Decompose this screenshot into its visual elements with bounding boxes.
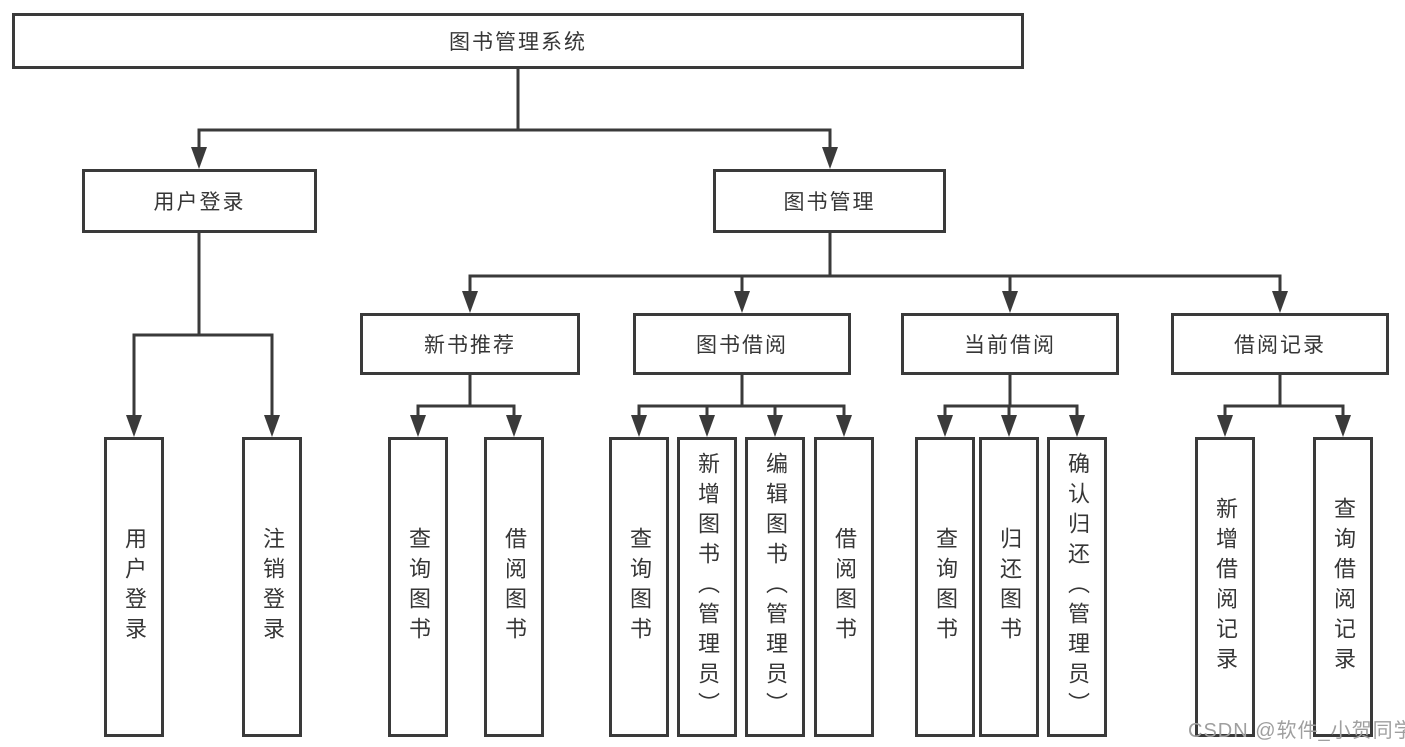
leaf-add-borrow-record-label: 新增借阅记录	[1213, 497, 1238, 677]
leaf-query-books-current: 查询图书	[915, 437, 975, 737]
node-borrowing-records-label: 借阅记录	[1234, 334, 1326, 357]
leaf-query-books-borrowing-label: 查询图书	[627, 527, 652, 647]
leaf-borrow-books-recommend: 借阅图书	[484, 437, 544, 737]
leaf-confirm-return-admin: 确认归还（管理员）	[1047, 437, 1107, 737]
arrowhead-icons	[126, 147, 1351, 437]
leaf-add-books-admin-label: 新增图书（管理员）	[695, 452, 720, 722]
leaf-return-books-label: 归还图书	[997, 527, 1022, 647]
leaf-borrow-books-recommend-label: 借阅图书	[502, 527, 527, 647]
leaf-query-books-recommend: 查询图书	[388, 437, 448, 737]
node-root-label: 图书管理系统	[449, 31, 587, 54]
node-current-borrowing-label: 当前借阅	[964, 334, 1056, 357]
node-user-login-label: 用户登录	[153, 191, 246, 214]
leaf-user-login-label: 用户登录	[122, 527, 147, 647]
node-borrowing-records: 借阅记录	[1171, 313, 1389, 375]
leaf-edit-books-admin-label: 编辑图书（管理员）	[763, 452, 788, 722]
tree-edges	[132, 69, 1345, 416]
leaf-user-login: 用户登录	[104, 437, 164, 737]
node-root: 图书管理系统	[12, 13, 1024, 69]
node-book-management: 图书管理	[713, 169, 946, 233]
leaf-borrow-books-label: 借阅图书	[832, 527, 857, 647]
csdn-watermark: CSDN @软件_小贺同学	[1188, 720, 1405, 742]
leaf-query-borrow-record-label: 查询借阅记录	[1331, 497, 1356, 677]
leaf-return-books: 归还图书	[979, 437, 1039, 737]
leaf-add-borrow-record: 新增借阅记录	[1195, 437, 1255, 737]
leaf-add-books-admin: 新增图书（管理员）	[677, 437, 737, 737]
leaf-query-books-current-label: 查询图书	[933, 527, 958, 647]
node-current-borrowing: 当前借阅	[901, 313, 1119, 375]
node-new-book-recommend: 新书推荐	[360, 313, 580, 375]
leaf-edit-books-admin: 编辑图书（管理员）	[745, 437, 805, 737]
node-book-borrowing: 图书借阅	[633, 313, 851, 375]
node-book-borrowing-label: 图书借阅	[696, 334, 788, 357]
leaf-logout-label: 注销登录	[260, 527, 285, 647]
leaf-query-borrow-record: 查询借阅记录	[1313, 437, 1373, 737]
leaf-query-books-recommend-label: 查询图书	[406, 527, 431, 647]
leaf-query-books-borrowing: 查询图书	[609, 437, 669, 737]
leaf-borrow-books: 借阅图书	[814, 437, 874, 737]
leaf-confirm-return-admin-label: 确认归还（管理员）	[1065, 452, 1090, 722]
node-user-login: 用户登录	[82, 169, 317, 233]
leaf-logout: 注销登录	[242, 437, 302, 737]
node-new-book-recommend-label: 新书推荐	[424, 334, 516, 357]
node-book-management-label: 图书管理	[783, 191, 876, 214]
